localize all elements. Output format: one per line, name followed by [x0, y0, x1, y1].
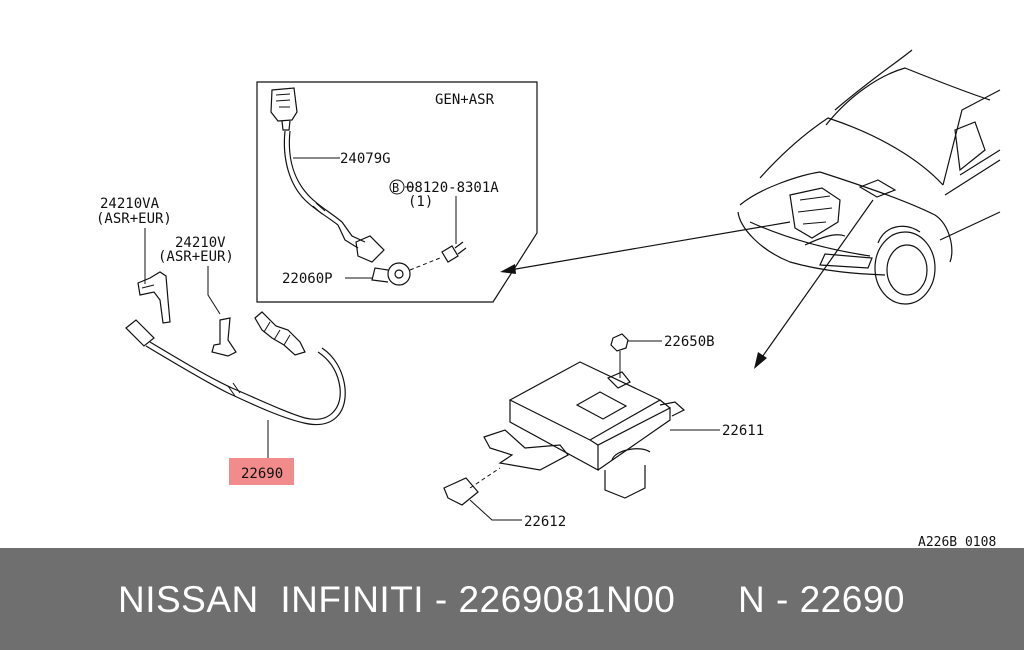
part-22611-label: 22611 — [722, 423, 764, 439]
part-24210VA-label: 24210VA — [100, 196, 160, 212]
part-22060P-label: 22060P — [282, 271, 333, 287]
caption-bar: NISSAN INFINITI - 2269081N00 N - 22690 — [0, 548, 1024, 650]
bracket-24210VA-icon — [137, 271, 171, 324]
sensor-plug-icon — [355, 235, 385, 263]
bolt-symbol-circle — [389, 179, 405, 195]
part-08120-qty: (1) — [408, 194, 433, 210]
caption-reference: N - 22690 — [738, 579, 905, 620]
inset-box: GEN+ASR 24079G 22060P — [256, 81, 538, 303]
drawing-id: A226B 0108 — [918, 535, 996, 548]
pointer-arrow-inset — [500, 221, 791, 274]
parts-diagram: GEN+ASR 24079G 22060P — [96, 49, 1001, 548]
control-unit-icon — [508, 361, 686, 499]
part-22690-label: 22690 — [241, 466, 283, 482]
part-22612-label: 22612 — [524, 514, 566, 530]
bolt-symbol-letter: B — [392, 181, 399, 195]
oxygen-sensor-icon — [125, 311, 346, 426]
pointer-arrow-unit — [754, 199, 874, 369]
inset-title: GEN+ASR — [435, 92, 495, 108]
part-24079G-label: 24079G — [340, 151, 391, 167]
bolt-icon — [441, 241, 467, 263]
knock-sensor-icon — [371, 262, 411, 286]
harness-connector-icon — [270, 87, 298, 131]
caption-part-number: NISSAN INFINITI - 2269081N00 — [118, 579, 676, 620]
part-24210V-label: 24210V — [175, 235, 226, 251]
part-22690-highlight — [229, 458, 294, 485]
bracket-24210V-icon — [211, 317, 237, 357]
nut-icon — [610, 333, 629, 378]
car-front-icon — [737, 49, 1001, 305]
part-24210V-note: (ASR+EUR) — [158, 249, 234, 265]
mount-bracket-icon — [443, 429, 569, 506]
part-22650B-label: 22650B — [664, 334, 715, 350]
part-24210VA-note: (ASR+EUR) — [96, 211, 172, 227]
part-08120-label: 08120-8301A — [406, 180, 499, 196]
